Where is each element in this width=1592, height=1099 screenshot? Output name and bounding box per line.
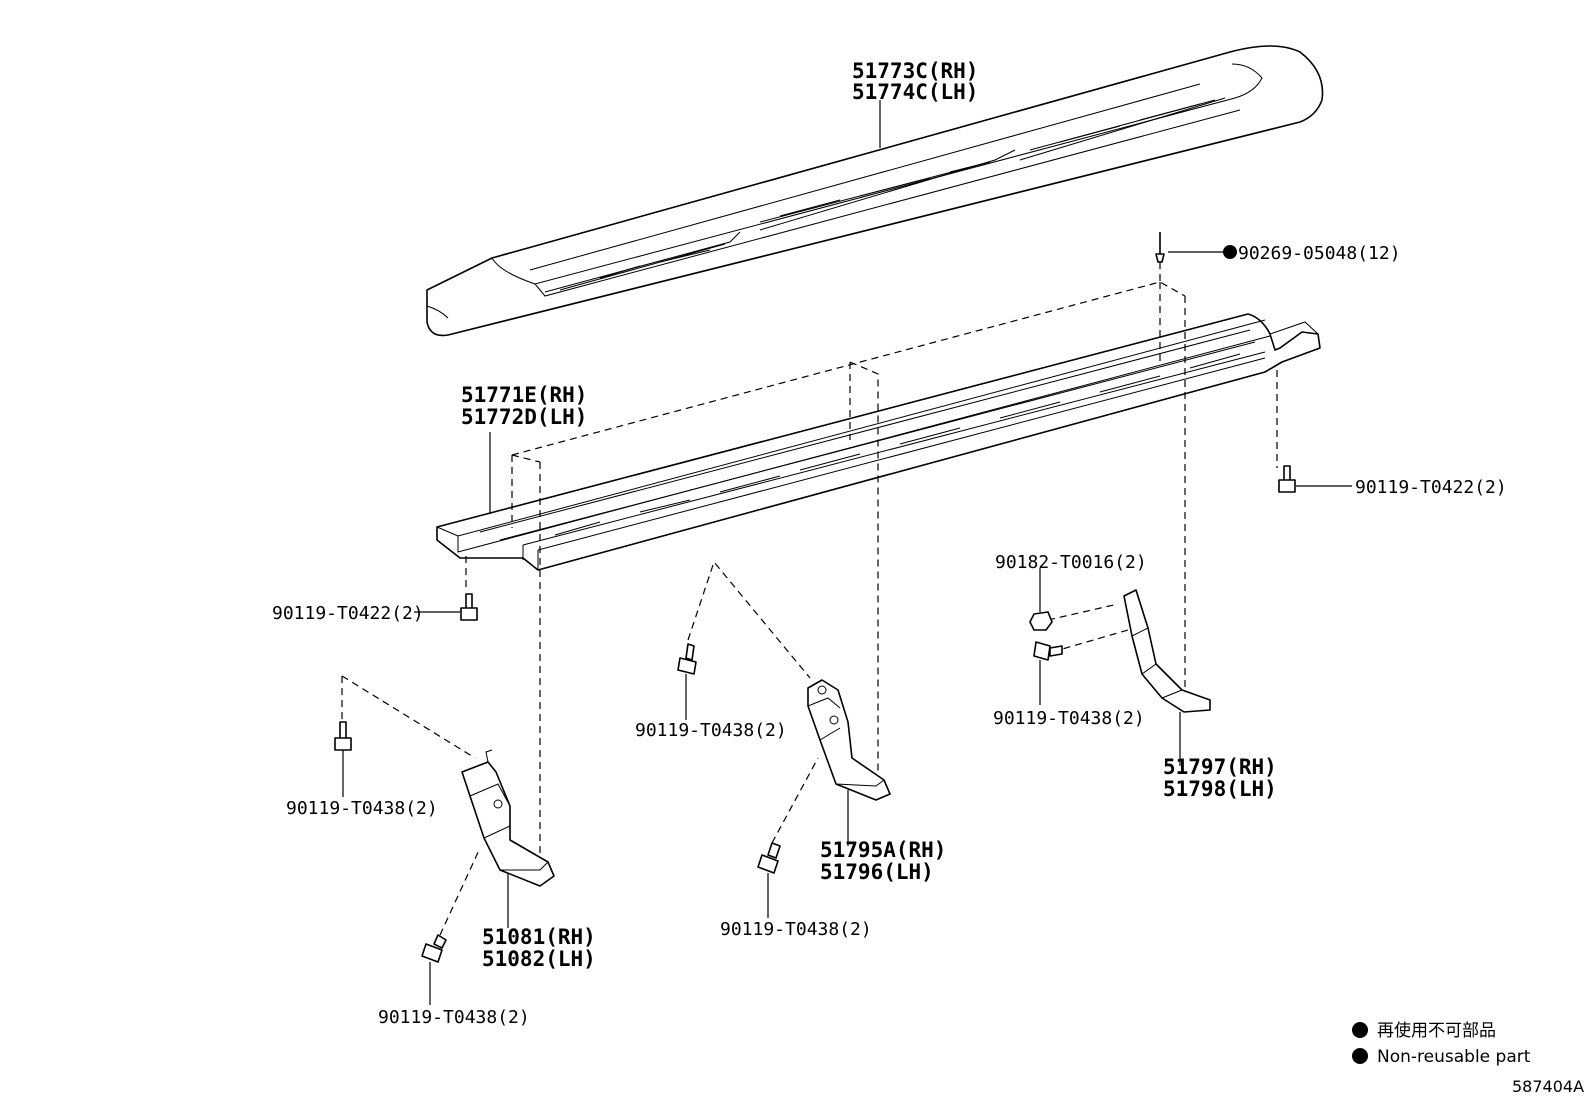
- label-clip: 90269-05048(12): [1238, 243, 1401, 264]
- bracket-center: [807, 679, 891, 846]
- legend-bullet-icon: [1352, 1048, 1368, 1064]
- bolt-front-lower: [421, 934, 447, 1005]
- label-bracket-center-rh: 51795A(RH): [820, 838, 946, 862]
- bolt-front-upper: [334, 721, 352, 797]
- bolt-right-end: [1278, 465, 1352, 493]
- bolt-rear: [1033, 641, 1063, 705]
- label-bracket-front-lh: 51082(LH): [482, 947, 596, 971]
- bolt-left-end: [414, 593, 478, 621]
- label-step-rh: 51771E(RH): [461, 383, 587, 407]
- bolt-center-upper: [677, 643, 697, 720]
- nut-rear: [1029, 568, 1053, 631]
- label-bolt-left-end: 90119-T0422(2): [272, 603, 424, 624]
- label-bracket-front-rh: 51081(RH): [482, 925, 596, 949]
- bracket-front: [461, 749, 555, 928]
- legend-bullet-icon: [1352, 1022, 1368, 1038]
- bracket-rear: [1123, 589, 1211, 766]
- non-reusable-marker: [1223, 245, 1237, 259]
- legend-en: Non-reusable part: [1377, 1047, 1531, 1067]
- label-nut-rear: 90182-T0016(2): [995, 552, 1147, 573]
- label-bolt-rear: 90119-T0438(2): [993, 708, 1145, 729]
- label-bolt-right-end: 90119-T0422(2): [1355, 477, 1507, 498]
- label-bracket-rear-rh: 51797(RH): [1163, 755, 1277, 779]
- label-bolt-front-upper: 90119-T0438(2): [286, 798, 438, 819]
- label-bolt-center-upper: 90119-T0438(2): [635, 720, 787, 741]
- label-bolt-front-lower: 90119-T0438(2): [378, 1007, 530, 1028]
- bolt-center-lower: [757, 842, 781, 918]
- step-cover: [426, 45, 1324, 337]
- label-bolt-center-lower: 90119-T0438(2): [720, 919, 872, 940]
- legend: 再使用不可部品 Non-reusable part: [1352, 1020, 1531, 1067]
- alignment-lines: [341, 262, 1278, 936]
- legend-jp: 再使用不可部品: [1377, 1020, 1496, 1041]
- label-step-cover-rh: 51773C(RH): [852, 59, 978, 83]
- label-bracket-center-lh: 51796(LH): [820, 860, 934, 884]
- clip-part: [1155, 232, 1237, 263]
- label-step-lh: 51772D(LH): [461, 405, 587, 429]
- diagram-code: 587404A: [1512, 1077, 1584, 1096]
- label-step-cover-lh: 51774C(LH): [852, 80, 978, 104]
- label-bracket-rear-lh: 51798(LH): [1163, 777, 1277, 801]
